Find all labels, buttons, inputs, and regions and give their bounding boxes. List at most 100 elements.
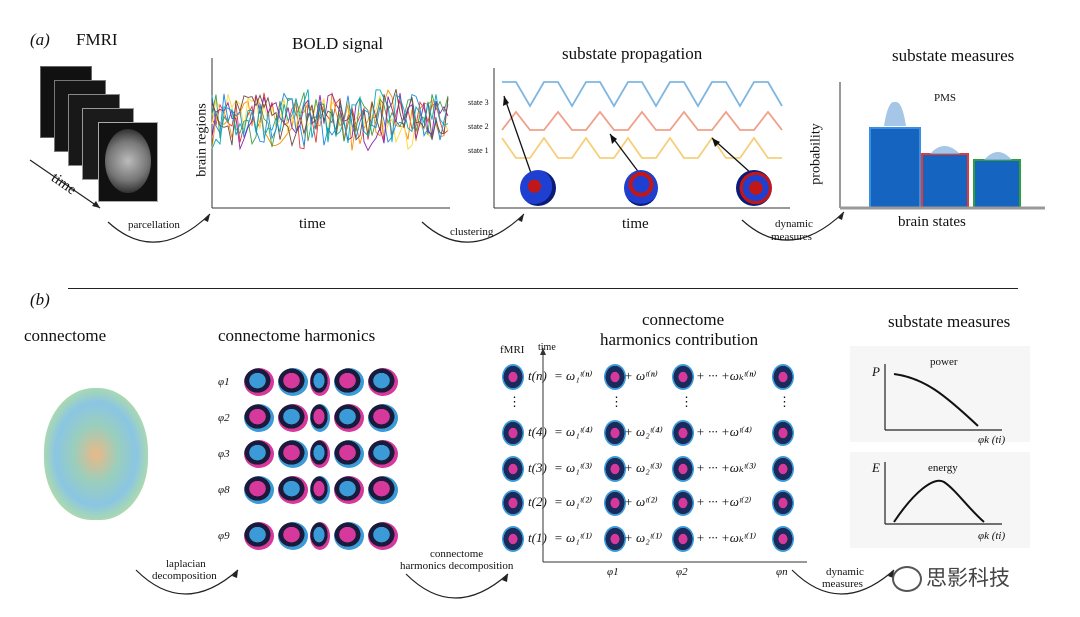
row-weight-2: + ω₂ᵗ⁽³⁾ — [624, 460, 663, 475]
connectome-tractography-image — [44, 388, 148, 520]
x-phi2: φ2 — [676, 566, 688, 578]
fmri-brain-image — [502, 420, 524, 446]
harmonic-brain-image — [244, 522, 274, 550]
measures-label-a: measures — [771, 231, 812, 243]
fmri-brain-image — [502, 456, 524, 482]
harmonic-brain-image — [772, 490, 794, 516]
harmonic-brain-image — [772, 420, 794, 446]
ellipsis-dots: ⋮ — [610, 394, 623, 409]
bold-series-line — [211, 89, 449, 149]
row-weight-k: + ··· +ωₖᵗ⁽³⁾ — [696, 460, 757, 475]
watermark-text: 思影科技 — [926, 566, 1010, 590]
panel-b-label: (b) — [30, 290, 50, 309]
x-phin: φn — [776, 566, 788, 578]
harmonic-brain-image — [672, 364, 694, 390]
measures-title-b: substate measures — [888, 312, 1011, 331]
watermark: 思影科技 — [892, 562, 1010, 592]
clustering-arrow — [421, 213, 525, 243]
row-weight-k: + ··· +ωᵗ⁽⁴⁾ — [696, 424, 753, 439]
row-time-label: t(4) — [528, 424, 547, 439]
decomposition-label: decomposition — [152, 570, 217, 582]
harmonic-brain-image — [310, 440, 330, 468]
energy-curve-plot — [884, 462, 1002, 525]
dynamic-label-a: dynamic — [775, 218, 813, 230]
harmonic-label: φ8 — [218, 484, 230, 496]
brain-state-1-image — [520, 170, 556, 206]
row-time-label: t(1) — [528, 530, 547, 545]
harmonic-brain-image — [278, 368, 308, 396]
fmri-slices — [40, 66, 170, 206]
harmonic-brain-image — [672, 490, 694, 516]
harmonic-brain-image — [278, 476, 308, 504]
harmonic-brain-image — [604, 420, 626, 446]
row-weight-2: + ωᵗ⁽ⁿ⁾ — [624, 368, 658, 383]
bold-xlabel: time — [299, 216, 326, 232]
row-time-label: t(2) — [528, 494, 547, 509]
fmri-title: FMRI — [76, 30, 118, 49]
bold-ylabel: brain regions — [194, 103, 210, 177]
wechat-icon — [892, 566, 922, 592]
harmonic-brain-image — [672, 456, 694, 482]
contribution-title-1: connectome — [642, 310, 725, 329]
row-weight-2: + ω₂ᵗ⁽⁴⁾ — [624, 424, 663, 439]
row-weight-1: = ω₁ᵗ⁽³⁾ — [554, 460, 593, 475]
harmonic-brain-image — [772, 364, 794, 390]
propagation-xlabel: time — [622, 216, 649, 232]
row-time-label: t(n) — [528, 368, 547, 383]
harmonic-brain-image — [278, 404, 308, 432]
bold-series-line — [211, 89, 449, 148]
fmri-label: fMRI — [500, 344, 525, 356]
harmonic-brain-image — [244, 368, 274, 396]
row-weight-2: + ωᵗ⁽²⁾ — [624, 494, 658, 509]
harmonic-brain-image — [278, 522, 308, 550]
harmonic-brain-image — [334, 522, 364, 550]
dynamic-measures-arrow-a — [741, 211, 845, 241]
harmonic-brain-image — [368, 522, 398, 550]
state3-label: state 3 — [468, 98, 489, 107]
brain-state-3-image — [736, 170, 772, 206]
harmonic-brain-image — [310, 522, 330, 550]
bold-signal-plot — [211, 58, 450, 209]
state-sequence-line — [502, 81, 783, 108]
harmonic-brain-image — [310, 476, 330, 504]
power-label: power — [930, 356, 958, 368]
power-curve-plot — [884, 364, 1002, 431]
state1-label: state 1 — [468, 146, 489, 155]
harmonic-brain-image — [278, 440, 308, 468]
brain-state-2-image — [624, 170, 658, 206]
row-time-label: t(3) — [528, 460, 547, 475]
harmonic-label: φ2 — [218, 412, 230, 424]
laplacian-arrow — [135, 569, 239, 595]
harmonic-brain-image — [604, 456, 626, 482]
row-weight-1: = ω₁ᵗ⁽²⁾ — [554, 494, 593, 509]
brain-states-label: brain states — [898, 214, 966, 230]
harmonic-brain-image — [244, 440, 274, 468]
row-weight-2: + ω₂ᵗ⁽¹⁾ — [624, 530, 663, 545]
row-weight-k: + ··· +ωₖᵗ⁽¹⁾ — [696, 530, 757, 545]
energy-label: energy — [928, 462, 958, 474]
P-label: P — [872, 364, 880, 379]
harmonic-brain-image — [672, 420, 694, 446]
harmonic-brain-image — [244, 404, 274, 432]
harmonic-label: φ3 — [218, 448, 230, 460]
ch-decomposition-arrow — [405, 573, 509, 599]
ellipsis-dots: ⋮ — [508, 394, 521, 409]
dynamic-label-b: dynamic — [826, 566, 864, 578]
harmonic-brain-image — [672, 526, 694, 552]
probability-label: probability — [808, 123, 824, 185]
harmonics-title: connectome harmonics — [218, 326, 376, 345]
parcellation-arrow — [107, 213, 211, 243]
measures-title-a: substate measures — [892, 46, 1015, 65]
harmonic-brain-image — [310, 404, 330, 432]
fmri-brain-image — [502, 526, 524, 552]
ellipsis-dots: ⋮ — [778, 394, 791, 409]
harmonic-brain-image — [368, 404, 398, 432]
harmonic-label: φ9 — [218, 530, 230, 542]
ellipsis-dots: ⋮ — [680, 394, 693, 409]
row-weight-k: + ··· +ωₖᵗ⁽ⁿ⁾ — [696, 368, 757, 383]
x-phi1: φ1 — [607, 566, 619, 578]
harmonic-brain-image — [368, 368, 398, 396]
pms-label: PMS — [934, 92, 957, 104]
fmri-brain-image — [502, 490, 524, 516]
parcellation-label: parcellation — [128, 219, 180, 231]
